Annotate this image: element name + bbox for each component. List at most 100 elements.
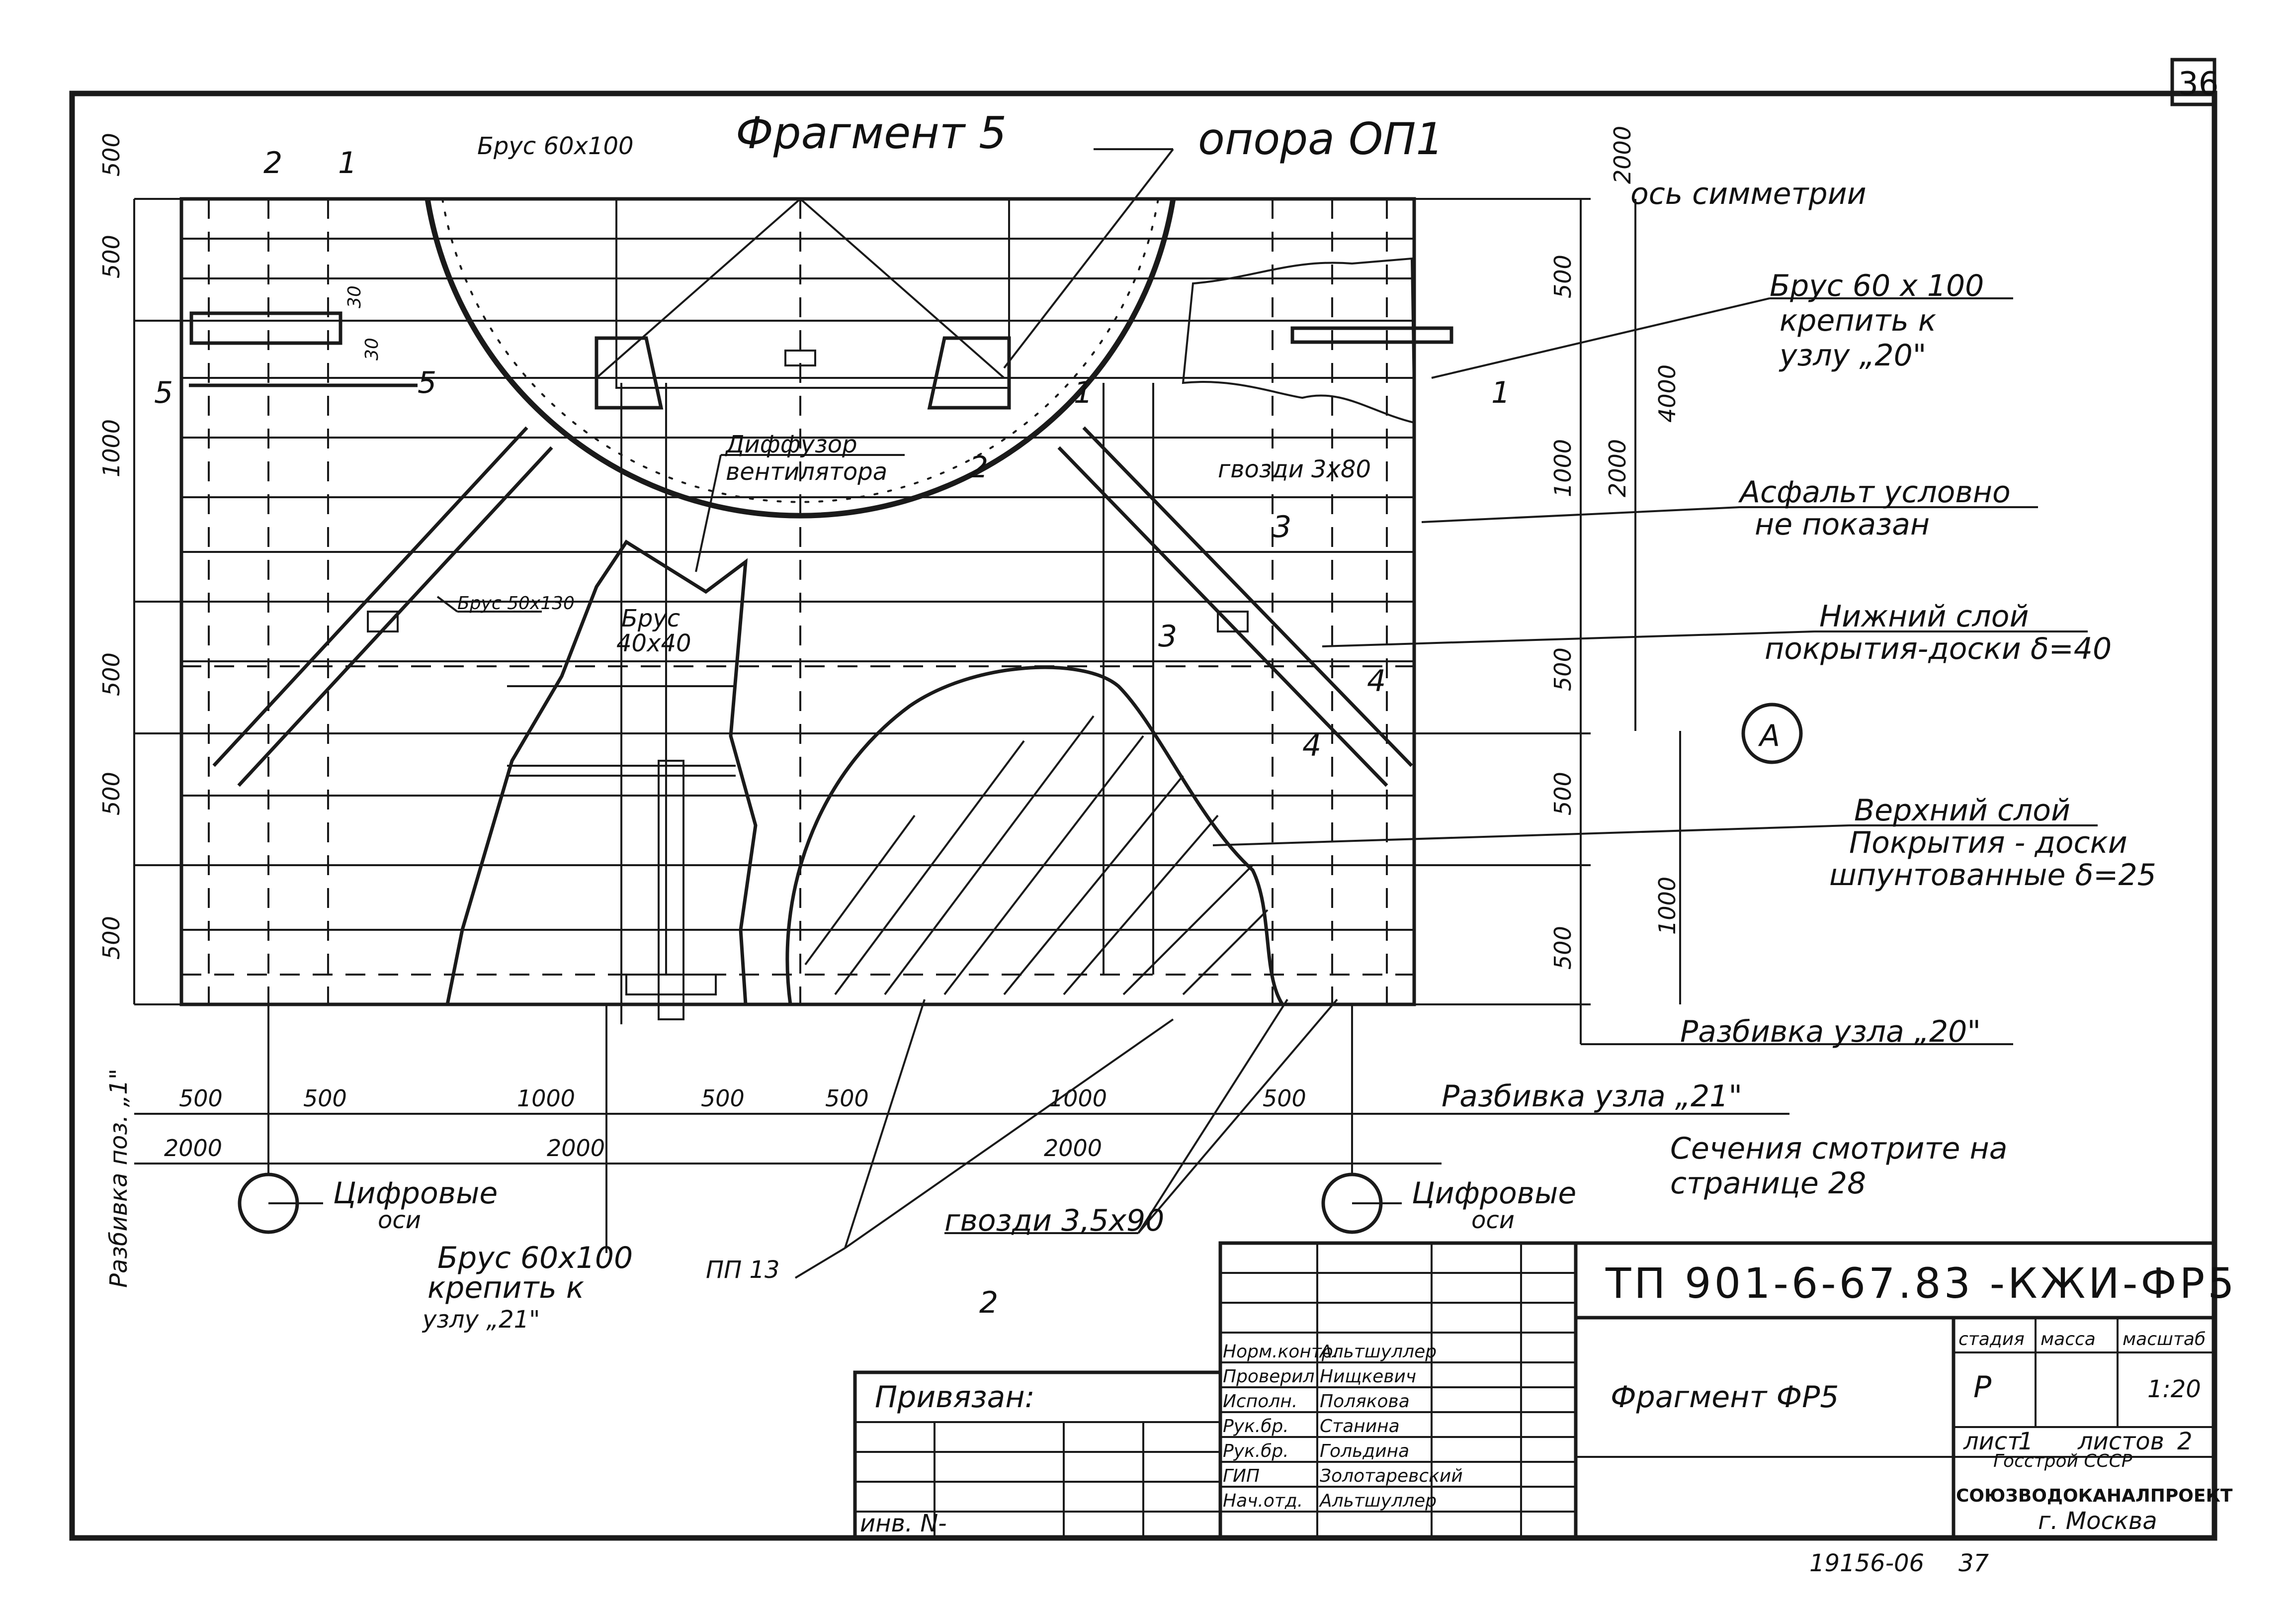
inv-label: инв. N- <box>860 1510 947 1537</box>
label-node-21: Разбивка узла „21" <box>1442 1079 1742 1114</box>
dim-b1-5: 1000 <box>1049 1085 1107 1112</box>
label-opora: опора ОП1 <box>1198 113 1444 165</box>
dim-left-3: 500 <box>98 652 125 696</box>
label-brus-bottom-2: крепить к <box>427 1270 584 1305</box>
dim-right-2: 2000 <box>1604 439 1631 497</box>
name-3: Станина <box>1320 1416 1400 1436</box>
dim-right-7: 500 <box>1549 926 1576 970</box>
fan-diffuser <box>425 198 1176 519</box>
label-brus-right-1: Брус 60 х 100 <box>1770 269 1984 303</box>
dim-right-8: 1000 <box>1654 877 1681 935</box>
label-upper-layer-2: Покрытия - доски <box>1849 825 2127 860</box>
label-digital-axes-right-1: Цифровые <box>1412 1176 1576 1211</box>
drawing-title: Фрагмент 5 <box>736 107 1007 159</box>
dim-b1-2: 1000 <box>517 1085 575 1112</box>
detail-top-left <box>189 311 418 387</box>
cutaway-left <box>445 539 758 1020</box>
dim-b1-4: 500 <box>825 1085 869 1112</box>
label-digital-axes-left-2: оси <box>378 1206 421 1234</box>
label-brus-top-left: Брус 60х100 <box>477 132 634 160</box>
role-1: Проверил <box>1223 1366 1315 1387</box>
axis-a-label: А <box>1758 718 1780 753</box>
footer-number: 19156-06 <box>1809 1549 1924 1577</box>
org-2: СОЮЗВОДОКАНАЛПРОЕКТ <box>1956 1486 2233 1506</box>
cutaway-right <box>785 665 1286 1006</box>
label-lower-layer-1: Нижний слой <box>1819 599 2029 634</box>
role-3: Рук.бр. <box>1223 1416 1289 1436</box>
mark-1-label: 1 <box>338 146 357 180</box>
title-block: ТП 901-6-67.83 -КЖИ-ФР5 Фрагмент ФР5 ста… <box>853 1241 2234 1577</box>
label-side-layout: Разбивка поз. „1" <box>105 1069 133 1288</box>
dim-left-1: 500 <box>98 235 125 278</box>
dim-left-5: 500 <box>98 916 125 960</box>
label-digital-axes-left-1: Цифровые <box>333 1176 498 1211</box>
dims-right: 2000 500 2000 1000 4000 500 500 500 1000 <box>1549 126 1681 970</box>
dim-left-0: 500 <box>98 133 125 177</box>
dim-right-0: 2000 <box>1609 126 1636 184</box>
dims-left: 500 500 1000 500 500 500 <box>98 133 125 960</box>
dim-b2-0: 2000 <box>164 1135 222 1162</box>
annotations: Брус 60х100 опора ОП1 ось симметрии Брус… <box>105 113 2156 1334</box>
org-3: г. Москва <box>2038 1507 2157 1535</box>
label-diffuser-1: Диффузор <box>725 431 857 458</box>
cutaway-top-right <box>1182 257 1453 424</box>
role-2: Исполн. <box>1223 1391 1297 1412</box>
privyazan-label: Привязан: <box>875 1380 1035 1415</box>
mass-header: масса <box>2041 1329 2096 1349</box>
dim-right-6: 500 <box>1549 772 1576 815</box>
label-brus-bottom-1: Брус 60х100 <box>437 1241 633 1275</box>
label-digital-axes-right-2: оси <box>1471 1206 1515 1234</box>
dim-b2-2: 2000 <box>1044 1135 1102 1162</box>
section-1-mark-a: 1 <box>1074 375 1093 410</box>
section-4-mark-a: 4 <box>1367 664 1386 699</box>
label-brus-4040-2: 40х40 <box>616 629 691 657</box>
dim-b1-0: 500 <box>179 1085 223 1112</box>
dim-b1-6: 500 <box>1263 1085 1306 1112</box>
name-6: Альтшуллер <box>1319 1491 1437 1511</box>
dims-bottom-row2: 2000 2000 2000 <box>164 1135 1102 1162</box>
axis-left-marker <box>238 1004 323 1234</box>
label-nails-1: гвозди 3х80 <box>1218 455 1371 483</box>
mark-2-label: 2 <box>263 146 282 180</box>
role-6: Нач.отд. <box>1223 1491 1303 1511</box>
dims-bottom-row1: 500 500 1000 500 500 1000 500 <box>179 1085 1306 1112</box>
footer-page: 37 <box>1958 1549 1989 1577</box>
dim-b2-1: 2000 <box>547 1135 605 1162</box>
name-1: Нищкевич <box>1320 1366 1416 1387</box>
name-0: Альтшуллер <box>1319 1342 1437 1362</box>
sheet-title: Фрагмент ФР5 <box>1611 1380 1839 1415</box>
org-1: Госстрой СССР <box>1993 1451 2132 1471</box>
scale-header: масштаб <box>2123 1329 2206 1349</box>
section-markers: 5 5 1 1 2 2 3 3 4 4 2 1 <box>154 146 1510 1320</box>
dim-right-4: 4000 <box>1654 364 1681 423</box>
axis-right-marker <box>1321 1004 1402 1234</box>
plan-outline <box>134 197 1591 1024</box>
label-lower-layer-2: покрытия-доски δ=40 <box>1765 631 2112 666</box>
role-5: ГИП <box>1223 1466 1260 1486</box>
sheets-label: листов <box>2077 1428 2164 1455</box>
label-pp13: ПП 13 <box>706 1256 780 1284</box>
section-3-mark-b: 3 <box>1158 619 1177 654</box>
dim-left-4: 500 <box>98 772 125 815</box>
label-brus-right-2: крепить к <box>1780 303 1936 338</box>
label-upper-layer-3: шпунтованные δ=25 <box>1829 858 2156 893</box>
dim-small-1: 30 <box>362 338 382 360</box>
dim-b1-1: 500 <box>303 1085 347 1112</box>
sheet-label: лист <box>1963 1428 2022 1455</box>
dimension-lines <box>133 199 2013 1165</box>
name-5: Золотаревский <box>1320 1466 1463 1486</box>
label-node-20: Разбивка узла „20" <box>1680 1014 1981 1049</box>
dim-right-1: 500 <box>1549 255 1576 298</box>
sheets-total: 2 <box>2177 1428 2193 1455</box>
diagonal-braces <box>212 426 1413 787</box>
section-5-mark-b: 5 <box>418 365 436 400</box>
label-sections-1: Сечения смотрите на <box>1670 1131 2008 1166</box>
dim-b1-3: 500 <box>701 1085 745 1112</box>
label-upper-layer-1: Верхний слой <box>1854 793 2070 828</box>
label-diffuser-2: вентилятора <box>726 458 887 486</box>
section-1-mark-b: 1 <box>1491 375 1510 410</box>
name-2: Полякова <box>1320 1391 1410 1412</box>
stage-header: стадия <box>1958 1329 2025 1349</box>
label-sections-2: странице 28 <box>1670 1166 1866 1201</box>
